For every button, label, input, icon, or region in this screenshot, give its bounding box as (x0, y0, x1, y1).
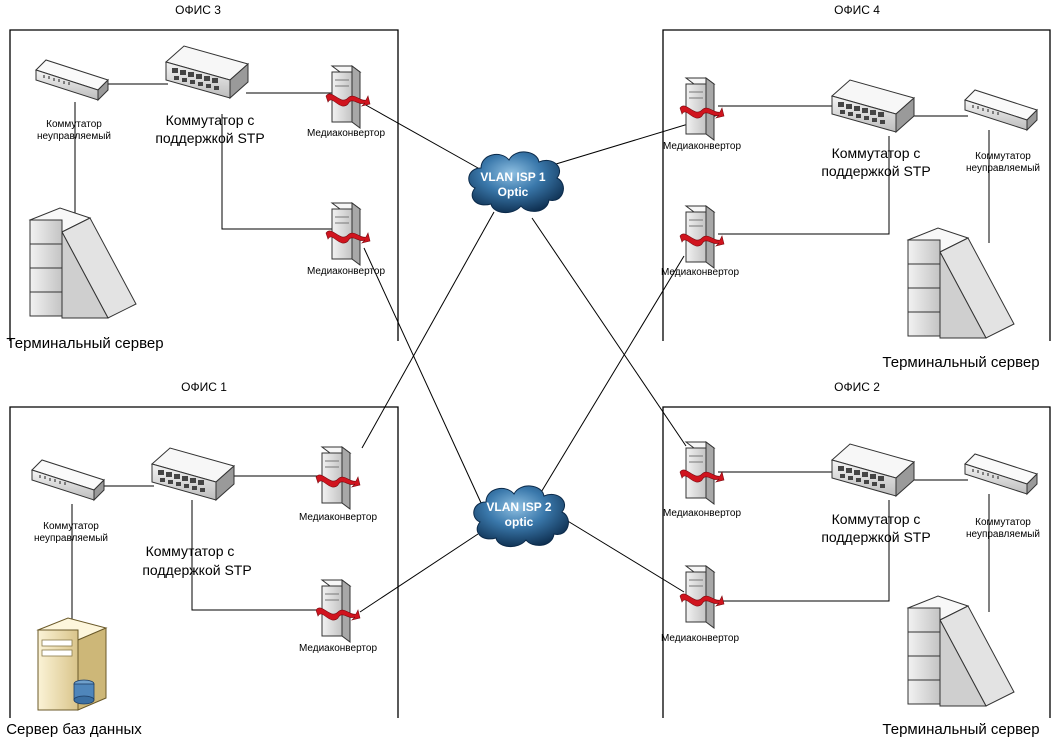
office3-stp-switch-label2: поддержкой STP (155, 130, 264, 146)
office4-border (662, 29, 1051, 341)
office4-media-converter-1-icon (679, 77, 725, 141)
office4-terminal-server-icon (907, 227, 1015, 339)
office1-database-server-label: Сервер баз данных (6, 721, 142, 738)
office2-terminal-server-label: Терминальный сервер (882, 721, 1039, 738)
cloud-isp2-line1: VLAN ISP 2 (486, 500, 551, 514)
office2-wiring (718, 471, 990, 612)
office4-unmanaged-switch-label1: Коммутатор (975, 151, 1031, 162)
office3-stp-switch-icon (165, 45, 249, 99)
office1-title: ОФИС 1 (181, 380, 227, 394)
office2-border (662, 406, 1051, 718)
office4-stp-switch-label2: поддержкой STP (821, 163, 930, 179)
office3-unmanaged-switch-label1: Коммутатор (46, 119, 102, 130)
office4-unmanaged-switch-icon (964, 89, 1038, 131)
office3-unmanaged-switch-icon (35, 59, 109, 101)
office4-stp-switch-label1: Коммутатор с (832, 145, 921, 161)
office1-border (9, 406, 399, 718)
office1-database-server-icon (37, 617, 107, 711)
office2-terminal-server-icon (907, 595, 1015, 707)
office2-media-converter-2-icon (679, 565, 725, 629)
office1-stp-switch-label2: поддержкой STP (142, 562, 251, 578)
office2-unmanaged-switch-label1: Коммутатор (975, 517, 1031, 528)
office4-title: ОФИС 4 (834, 3, 880, 17)
office4-media-converter-1-label: Медиаконвертор (663, 141, 741, 152)
office4-stp-switch-icon (831, 79, 915, 133)
office2-unmanaged-switch-label2: неуправляемый (966, 529, 1040, 540)
office4-media-converter-2-label: Медиаконвертор (661, 267, 739, 278)
office4-wiring (718, 105, 990, 243)
office3-terminal-server-label: Терминальный сервер (6, 335, 163, 352)
office3-media-converter-1-icon (325, 65, 371, 129)
office4-terminal-server-label: Терминальный сервер (882, 354, 1039, 371)
office1-media-converter-1-label: Медиаконвертор (299, 512, 377, 523)
office2-media-converter-2-label: Медиаконвертор (661, 633, 739, 644)
office2-title: ОФИС 2 (834, 380, 880, 394)
office1-unmanaged-switch-icon (31, 459, 105, 501)
office2-unmanaged-switch-icon (964, 453, 1038, 495)
office4-media-converter-2-icon (679, 205, 725, 269)
office2-stp-switch-icon (831, 443, 915, 497)
cloud-isp1-line1: VLAN ISP 1 (480, 170, 545, 184)
office1-stp-switch-label1: Коммутатор с (146, 543, 235, 559)
office3-stp-switch-label1: Коммутатор с (166, 112, 255, 128)
office1-wiring (71, 475, 324, 630)
office3-media-converter-2-icon (325, 202, 371, 266)
cloud-isp2-line2: optic (505, 515, 534, 529)
office1-media-converter-1-icon (315, 446, 361, 510)
cloud-isp1-line2: Optic (498, 185, 529, 199)
office4-unmanaged-switch-label2: неуправляемый (966, 163, 1040, 174)
office3-wiring (74, 83, 336, 230)
office2-stp-switch-label1: Коммутатор с (832, 511, 921, 527)
office3-media-converter-1-label: Медиаконвертор (307, 128, 385, 139)
office3-media-converter-2-label: Медиаконвертор (307, 266, 385, 277)
office2-stp-switch-label2: поддержкой STP (821, 529, 930, 545)
office1-stp-switch-icon (151, 447, 235, 501)
office1-media-converter-2-icon (315, 579, 361, 643)
cloud-vlan-isp2: VLAN ISP 2 optic (473, 485, 569, 548)
office1-unmanaged-switch-label1: Коммутатор (43, 521, 99, 532)
office3-title: ОФИС 3 (175, 3, 221, 17)
office1-media-converter-2-label: Медиаконвертор (299, 643, 377, 654)
office3-border (9, 29, 399, 341)
office1-unmanaged-switch-label2: неуправляемый (34, 533, 108, 544)
office3-terminal-server-icon (29, 207, 137, 319)
office3-unmanaged-switch-label2: неуправляемый (37, 131, 111, 142)
office2-media-converter-1-icon (679, 441, 725, 505)
cloud-vlan-isp1: VLAN ISP 1 Optic (468, 151, 564, 214)
office2-media-converter-1-label: Медиаконвертор (663, 508, 741, 519)
